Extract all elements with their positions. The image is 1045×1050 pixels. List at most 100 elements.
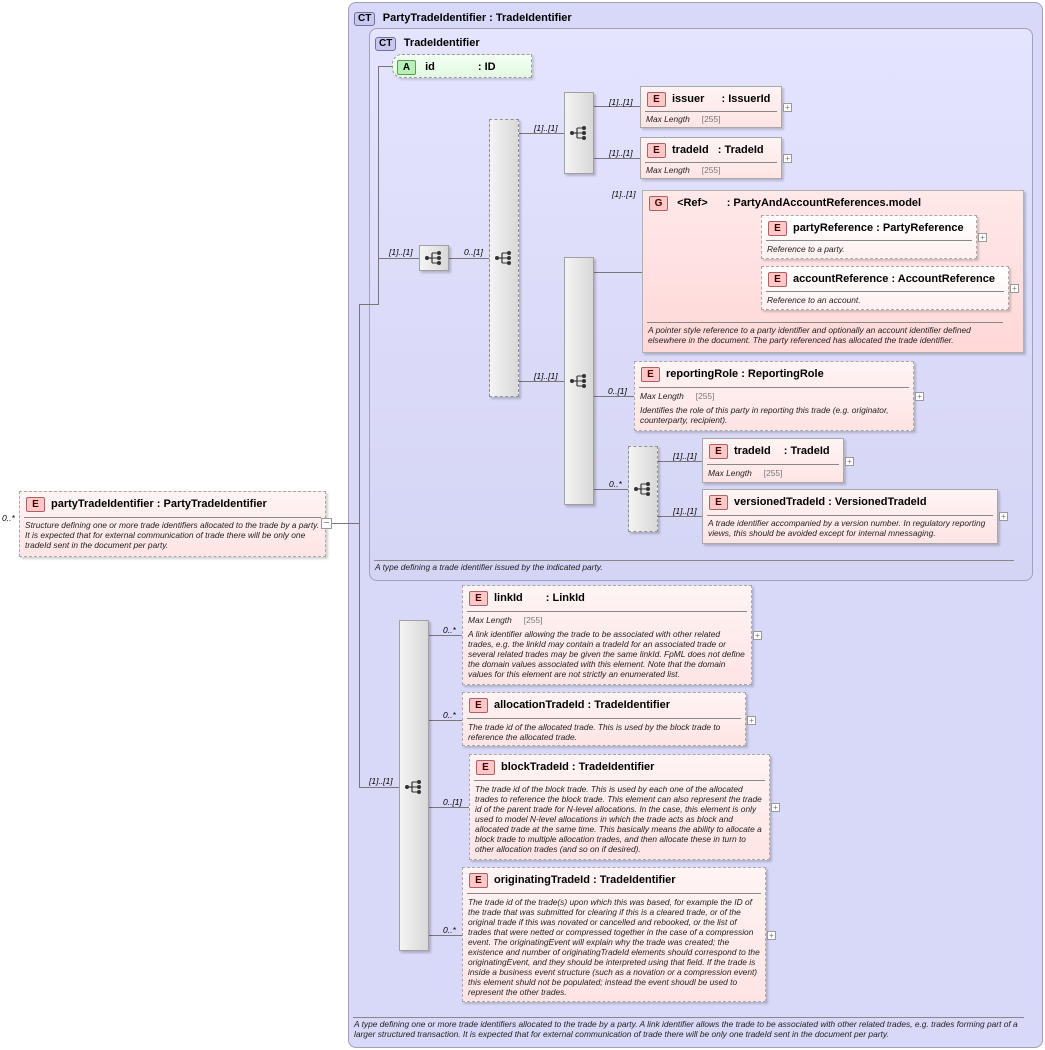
element-type: : LinkId xyxy=(545,592,585,604)
element-name: tradeId xyxy=(672,144,709,156)
max-length: Max Length[255] xyxy=(646,114,721,124)
element-name: originatingTradeId xyxy=(494,874,590,886)
element-name: allocationTradeId xyxy=(494,699,585,711)
element-name: partyTradeIdentifier xyxy=(51,498,154,510)
cardinality-label: [1]..[1] xyxy=(389,247,413,257)
sequence-compositor-bottom[interactable] xyxy=(399,620,429,951)
expand-icon[interactable]: + xyxy=(1010,284,1019,293)
element-icon: E xyxy=(469,591,488,606)
root-cardinality: 0..* xyxy=(2,513,15,523)
cardinality-label: 0..* xyxy=(443,710,456,720)
element-description: The trade id of the allocated trade. Thi… xyxy=(468,722,721,742)
sequence-icon xyxy=(634,482,650,496)
attribute-type: : ID xyxy=(477,61,496,73)
element-type: : PartyReference xyxy=(876,222,964,234)
expand-icon[interactable]: + xyxy=(999,512,1008,521)
ct-outer-footer-rule xyxy=(353,1017,1024,1018)
cardinality-label: [1]..[1] xyxy=(673,451,697,461)
element-icon: E xyxy=(768,272,787,287)
ct-outer-footer: A type defining one or more trade identi… xyxy=(354,1019,1018,1039)
element-description: A link identifier allowing the trade to … xyxy=(468,629,745,679)
expand-icon[interactable]: + xyxy=(978,233,987,242)
element-name: issuer xyxy=(672,93,705,105)
element-description: The trade id of the trade(s) upon which … xyxy=(468,897,760,997)
attribute-icon: A xyxy=(397,60,416,75)
element-description: Reference to an account. xyxy=(767,295,861,305)
group-type: : PartyAndAccountReferences.model xyxy=(726,197,922,209)
expand-icon[interactable]: + xyxy=(845,457,854,466)
sequence-icon xyxy=(570,126,586,140)
expand-icon[interactable]: + xyxy=(747,716,756,725)
element-name: reportingRole xyxy=(666,368,739,380)
group-description: A pointer style reference to a party ide… xyxy=(648,325,971,345)
element-icon: E xyxy=(768,221,787,236)
element-description: Reference to a party. xyxy=(767,244,845,254)
max-length: Max Length[255] xyxy=(640,391,715,401)
max-length: Max Length[255] xyxy=(646,165,721,175)
choice-icon xyxy=(495,251,511,265)
sequence-compositor-small[interactable] xyxy=(419,245,449,271)
cardinality-label: [1]..[1] xyxy=(609,97,633,107)
cardinality-label: 0..[1] xyxy=(608,386,627,396)
element-name: tradeId xyxy=(734,445,771,457)
element-type: : ReportingRole xyxy=(741,368,824,380)
element-icon: E xyxy=(641,367,660,382)
expand-icon[interactable]: + xyxy=(915,392,924,401)
expand-icon[interactable]: + xyxy=(783,154,792,163)
element-type: : TradeId xyxy=(783,445,830,457)
element-icon: E xyxy=(709,444,728,459)
group-icon: G xyxy=(649,196,668,211)
expand-icon[interactable]: + xyxy=(783,103,792,112)
cardinality-label: 0..* xyxy=(443,925,456,935)
element-type: : AccountReference xyxy=(891,273,995,285)
cardinality-label: [1]..[1] xyxy=(609,148,633,158)
collapse-toggle-icon[interactable]: − xyxy=(321,518,332,529)
element-name: accountReference xyxy=(793,273,889,285)
ct-inner-footer: A type defining a trade identifier issue… xyxy=(375,562,603,572)
ct-outer-title: PartyTradeIdentifier : TradeIdentifier xyxy=(382,12,572,24)
group-name: <Ref> xyxy=(677,197,708,209)
element-type: : TradeIdentifier xyxy=(587,699,671,711)
element-name: versionedTradeId xyxy=(734,496,826,508)
ct-outer-header: CT PartyTradeIdentifier : TradeIdentifie… xyxy=(354,8,572,26)
cardinality-label: [1]..[1] xyxy=(534,371,558,381)
cardinality-label: [1]..[1] xyxy=(612,189,636,199)
sequence-compositor-issuer[interactable] xyxy=(564,92,594,174)
element-type: : VersionedTradeId xyxy=(828,496,927,508)
attribute-id[interactable]: A id : ID xyxy=(392,54,532,78)
element-icon: E xyxy=(709,495,728,510)
sequence-icon xyxy=(570,374,586,388)
element-description: Identifies the role of this party in rep… xyxy=(640,405,889,425)
cardinality-label: [1]..[1] xyxy=(673,506,697,516)
element-icon: E xyxy=(647,92,666,107)
element-name: linkId xyxy=(494,592,523,604)
max-length: Max Length[255] xyxy=(468,615,543,625)
ct-inner-header: CT TradeIdentifier xyxy=(375,33,480,51)
choice-compositor[interactable] xyxy=(489,119,519,397)
expand-icon[interactable]: + xyxy=(753,631,762,640)
cardinality-label: 0..[1] xyxy=(464,247,483,257)
element-type: : TradeIdentifier xyxy=(593,874,676,886)
max-length: Max Length[255] xyxy=(708,468,783,478)
cardinality-label: 0..[1] xyxy=(443,797,462,807)
attribute-name: id xyxy=(425,61,435,73)
element-description: Structure defining one or more trade ide… xyxy=(25,520,320,550)
expand-icon[interactable]: + xyxy=(771,803,780,812)
cardinality-label: [1]..[1] xyxy=(534,123,558,133)
ct-inner-title: TradeIdentifier xyxy=(403,37,480,49)
sequence-icon xyxy=(405,780,421,794)
expand-icon[interactable]: + xyxy=(767,931,776,940)
element-type: : TradeIdentifier xyxy=(571,761,655,773)
